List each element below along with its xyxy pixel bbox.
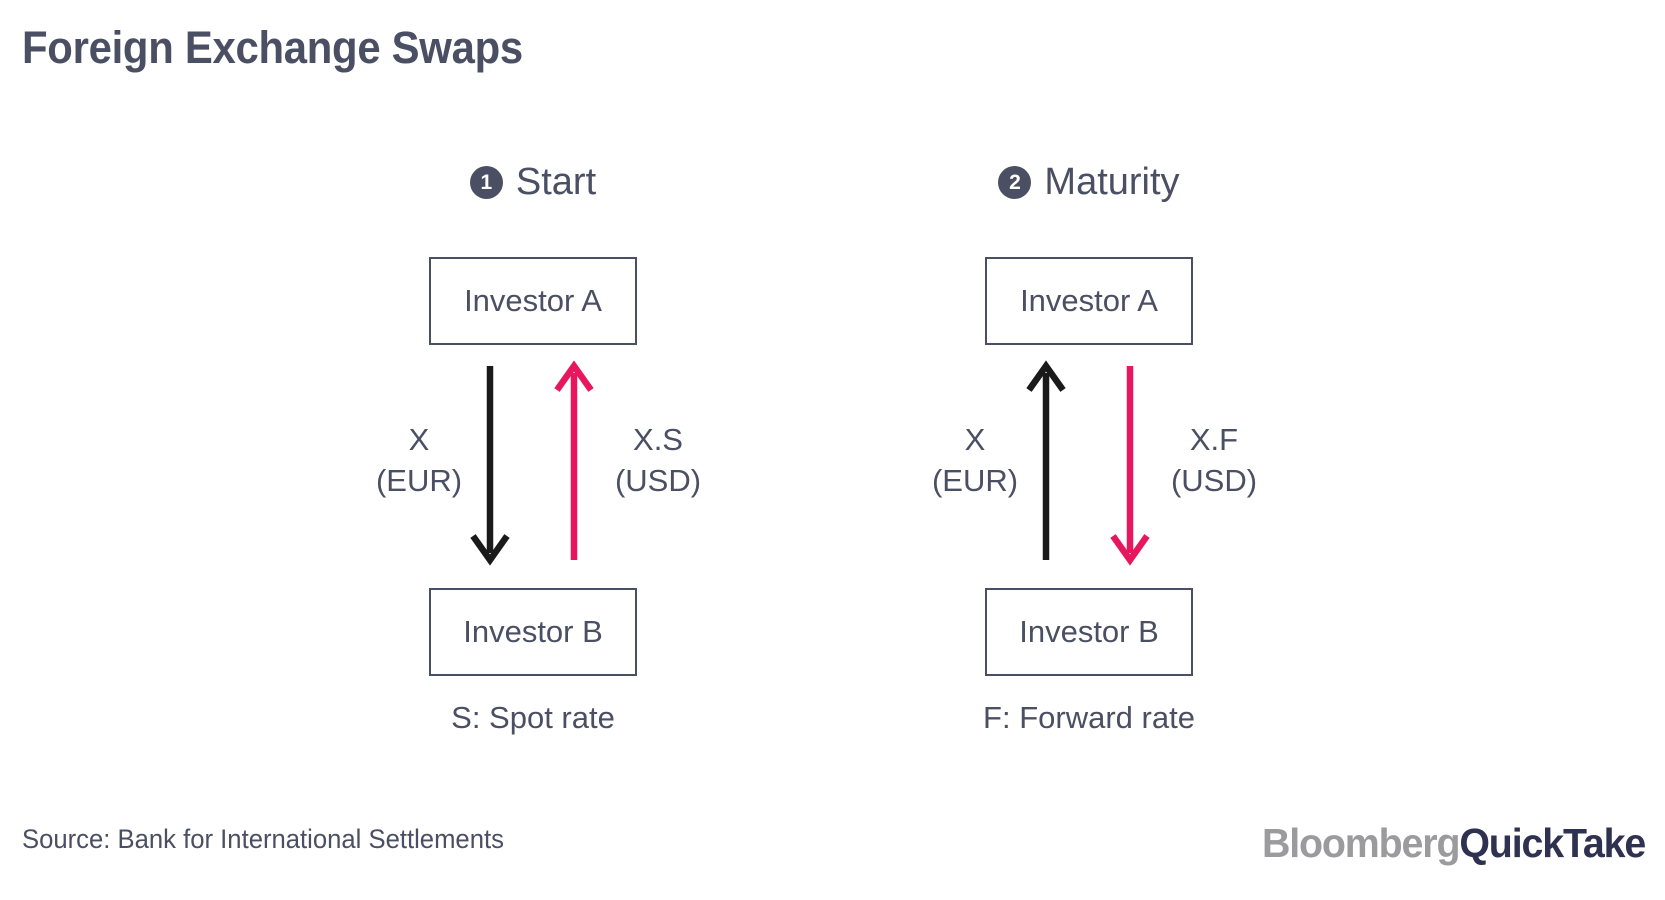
arrow-label-currency: (USD) [614,462,702,498]
arrow-label-currency: (USD) [1170,462,1258,498]
node-label: Investor A [464,283,602,318]
panel-title-start: Start [515,161,597,203]
panel-maturity: 2 Maturity Investor A Investor B X (EUR) [789,0,1389,900]
node-investor-a-start: Investor A [429,257,637,345]
bloomberg-quicktake-logo: BloombergQuickTake [1261,820,1646,867]
node-label: Investor A [1020,283,1158,318]
source-note: Source: Bank for International Settlemen… [22,824,504,854]
arrow-label-usd-start: X.S (USD) [563,420,753,502]
arrow-label-amount: X.S [633,422,683,457]
node-investor-b-maturity: Investor B [985,588,1193,676]
rate-caption-spot: S: Spot rate [451,700,615,735]
node-label: Investor B [463,614,603,649]
panel-start: 1 Start Investor A Investor B X (EUR) [233,0,833,900]
logo-bloomberg-text: Bloomberg [1261,820,1461,866]
arrow-label-eur-start: X (EUR) [329,420,509,502]
arrow-label-eur-maturity: X (EUR) [885,420,1065,502]
panel-header-start: 1 Start [233,163,833,201]
arrow-label-amount: X [964,422,986,457]
step-number-badge: 2 [998,165,1032,199]
rate-caption-forward: F: Forward rate [983,700,1195,735]
arrow-label-usd-maturity: X.F (USD) [1119,420,1309,502]
step-number-badge: 1 [469,165,503,199]
arrow-label-amount: X [408,422,430,457]
node-label: Investor B [1019,614,1159,649]
panel-header-maturity: 2 Maturity [789,163,1389,201]
page-title: Foreign Exchange Swaps [22,22,523,73]
arrow-label-amount: X.F [1189,422,1239,457]
panel-title-maturity: Maturity [1044,161,1180,203]
arrow-label-currency: (EUR) [375,462,463,498]
logo-quicktake-text: QuickTake [1459,820,1646,866]
node-investor-a-maturity: Investor A [985,257,1193,345]
arrow-label-currency: (EUR) [931,462,1019,498]
node-investor-b-start: Investor B [429,588,637,676]
